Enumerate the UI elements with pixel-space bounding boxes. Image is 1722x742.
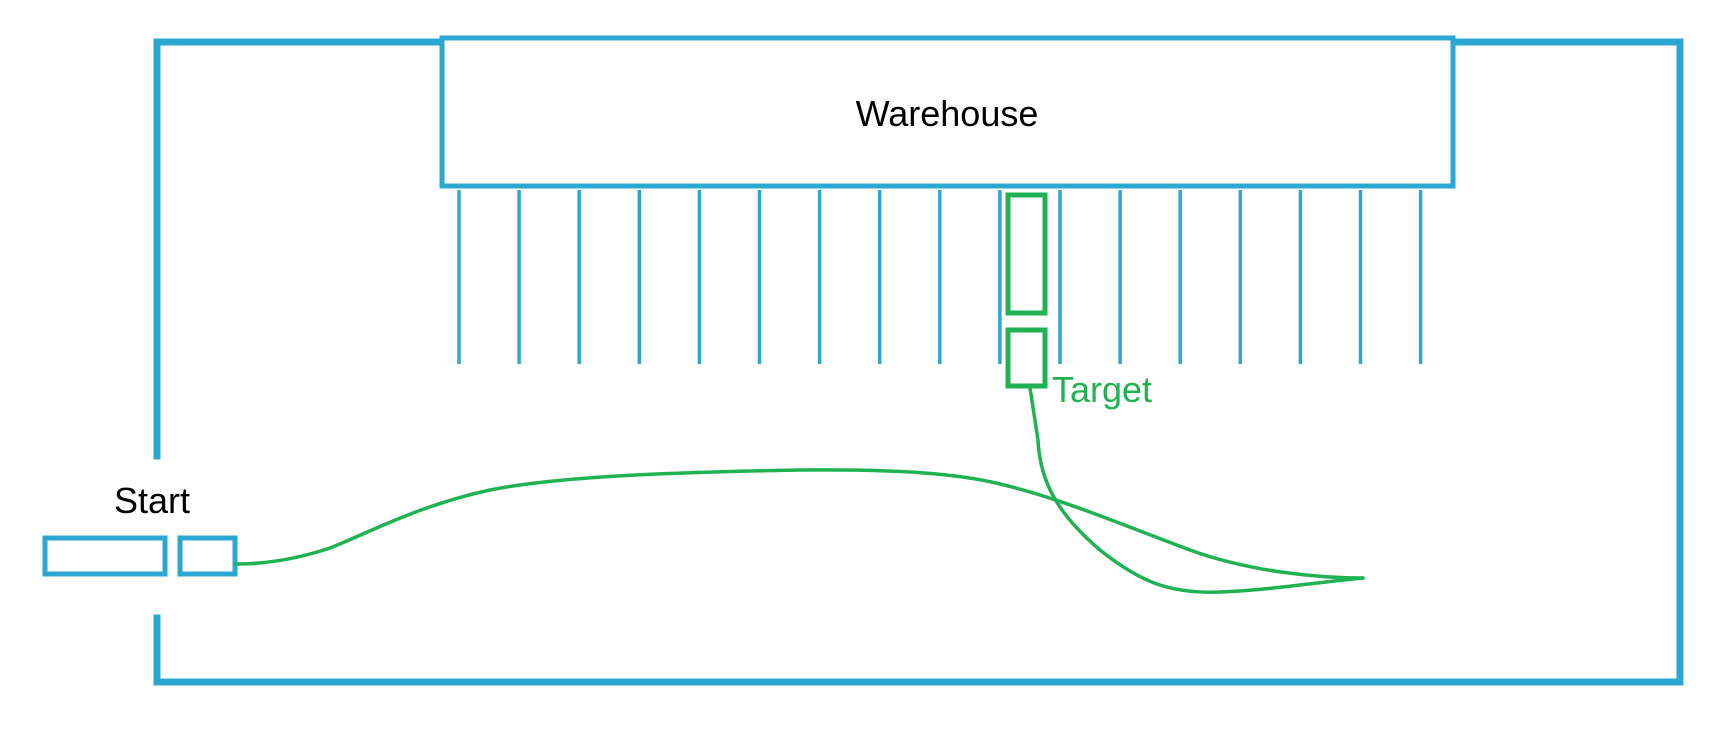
target-slot	[1005, 192, 1048, 389]
start-vehicle	[42, 535, 238, 577]
target-slot-lower	[1005, 327, 1048, 389]
warehouse-label: Warehouse	[856, 93, 1039, 134]
start-label: Start	[114, 480, 190, 521]
yard-boundary	[153, 38, 1684, 686]
dock-divider-lines	[457, 190, 1423, 364]
yard-boundary-top-right-bottom	[153, 38, 1684, 686]
warehouse-building: Warehouse	[439, 35, 1456, 189]
target-label: Target	[1052, 369, 1152, 410]
warehouse-rect	[439, 35, 1456, 189]
target-slot-upper	[1005, 192, 1048, 316]
start-trailer	[42, 535, 168, 577]
route-path-to-turn	[234, 468, 1365, 580]
start-cab	[177, 535, 238, 577]
route-path	[234, 386, 1365, 594]
route-path-to-target	[1028, 386, 1365, 594]
